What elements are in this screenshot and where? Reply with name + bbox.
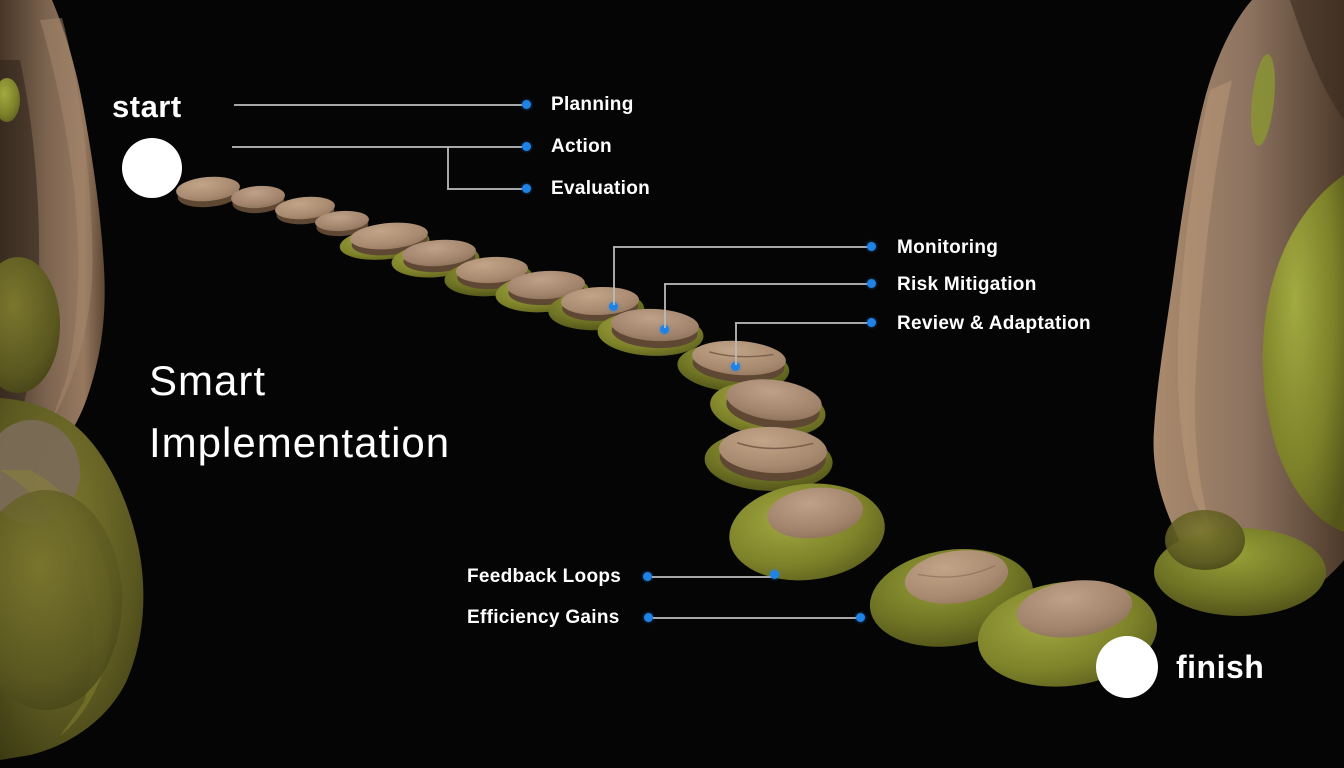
stepping-stone xyxy=(729,483,885,581)
page-title: Smart Implementation xyxy=(149,350,450,474)
blue-dot-icon xyxy=(609,302,618,311)
connector-line xyxy=(447,188,522,190)
stepping-stone-path xyxy=(176,176,1158,687)
blue-dot-icon xyxy=(643,572,652,581)
connector-line xyxy=(652,576,774,578)
right-rock xyxy=(1153,0,1344,616)
left-rock xyxy=(0,0,105,472)
connector-line xyxy=(613,247,615,305)
title-line-1: Smart xyxy=(149,357,267,404)
callout-label: Feedback Loops xyxy=(467,566,622,587)
blue-dot-icon xyxy=(522,184,531,193)
stepping-stone xyxy=(176,176,240,208)
left-moss-mound xyxy=(0,398,144,760)
connector-line xyxy=(232,146,522,148)
stepping-stone xyxy=(548,286,645,331)
callout-label: Review & Adaptation xyxy=(897,313,1091,334)
stepping-stone xyxy=(704,426,833,491)
blue-dot-icon xyxy=(644,613,653,622)
connector-line xyxy=(664,284,666,328)
connector-line xyxy=(653,617,860,619)
callout-label: Evaluation xyxy=(551,178,651,199)
blue-dot-icon xyxy=(770,570,779,579)
connector-line xyxy=(613,246,868,248)
callout-label: Action xyxy=(551,136,612,157)
blue-dot-icon xyxy=(731,362,740,371)
blue-dot-icon xyxy=(867,318,876,327)
stepping-stone xyxy=(597,308,704,356)
blue-dot-icon xyxy=(867,279,876,288)
finish-circle-icon xyxy=(1096,636,1158,698)
blue-dot-icon xyxy=(522,100,531,109)
connector-line xyxy=(447,147,449,189)
connector-line xyxy=(735,323,737,365)
start-label: start xyxy=(112,89,182,124)
blue-dot-icon xyxy=(660,325,669,334)
callout-label: Planning xyxy=(551,94,634,115)
blue-dot-icon xyxy=(522,142,531,151)
stepping-stone xyxy=(315,210,369,237)
blue-dot-icon xyxy=(867,242,876,251)
connector-line xyxy=(735,322,868,324)
blue-dot-icon xyxy=(856,613,865,622)
connector-line xyxy=(234,104,522,106)
connector-line xyxy=(664,283,868,285)
stepping-stone xyxy=(710,379,826,438)
callout-label: Monitoring xyxy=(897,237,999,258)
start-circle-icon xyxy=(122,138,182,198)
stepping-stone xyxy=(231,185,285,214)
callout-label: Risk Mitigation xyxy=(897,274,1037,295)
finish-label: finish xyxy=(1176,649,1265,685)
title-line-2: Implementation xyxy=(149,419,451,466)
callout-label: Efficiency Gains xyxy=(467,607,620,628)
